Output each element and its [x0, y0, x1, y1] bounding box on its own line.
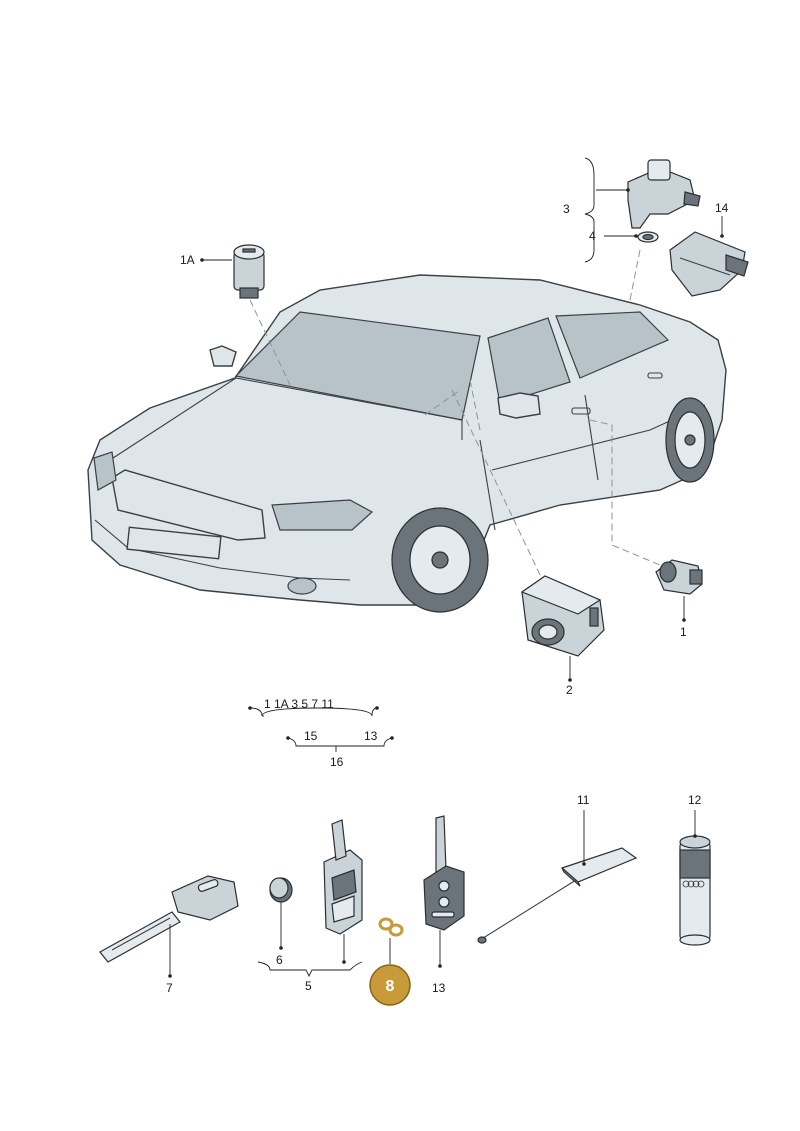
leader-11: [582, 810, 586, 866]
label-13: 13: [432, 981, 446, 995]
label-7: 7: [166, 981, 173, 995]
group-bracket-middle: [286, 736, 394, 752]
part-5-flip-key: [323, 819, 363, 935]
connection-lines: [249, 249, 661, 601]
label-3: 3: [563, 202, 570, 216]
part-13-remote-key: [423, 815, 465, 931]
label-12: 12: [688, 793, 702, 807]
leader-1: [682, 596, 686, 622]
label-5: 5: [305, 979, 312, 993]
part-7-key-blank: [99, 875, 239, 963]
part-12-canister: [679, 835, 711, 946]
leader-7: [168, 924, 172, 978]
part-2-ignition-switch: [520, 575, 605, 657]
label-14: 14: [715, 201, 729, 215]
leader-13: [438, 930, 442, 968]
car-illustration: [87, 274, 727, 613]
highlight-badge-8[interactable]: 8: [369, 964, 411, 1006]
leader-6: [279, 902, 283, 950]
brace-3: [584, 157, 630, 263]
label-group-top: 1 1A 3 5 7 11: [264, 697, 334, 711]
leader-2: [568, 656, 572, 682]
label-1: 1: [680, 625, 687, 639]
label-16: 16: [330, 755, 344, 769]
label-4: 4: [589, 229, 596, 243]
part-3-ignition-housing: [627, 159, 701, 229]
part-8-rings: [378, 917, 404, 937]
label-11: 11: [577, 793, 590, 807]
brand-rings-icon: [682, 880, 705, 888]
leader-14: [720, 216, 724, 238]
part-4-ring: [637, 231, 659, 243]
part-1-door-lock: [655, 559, 703, 595]
part-6-battery: [269, 877, 293, 903]
part-14-control-unit: [669, 231, 749, 297]
group-bracket-top: [248, 706, 379, 717]
leader-4: [604, 234, 638, 238]
label-13-group: 13: [364, 729, 378, 743]
leader-5-key: [342, 934, 346, 964]
label-1a: 1A: [180, 253, 195, 267]
part-1a-lock-cylinder: [233, 244, 265, 299]
label-8: 8: [386, 978, 395, 995]
leader-12: [693, 810, 697, 838]
label-15: 15: [304, 729, 318, 743]
label-6: 6: [276, 953, 283, 967]
part-11-card: [477, 847, 638, 944]
label-2: 2: [566, 683, 573, 697]
brace-5: [257, 961, 363, 978]
leader-1a: [200, 258, 232, 262]
